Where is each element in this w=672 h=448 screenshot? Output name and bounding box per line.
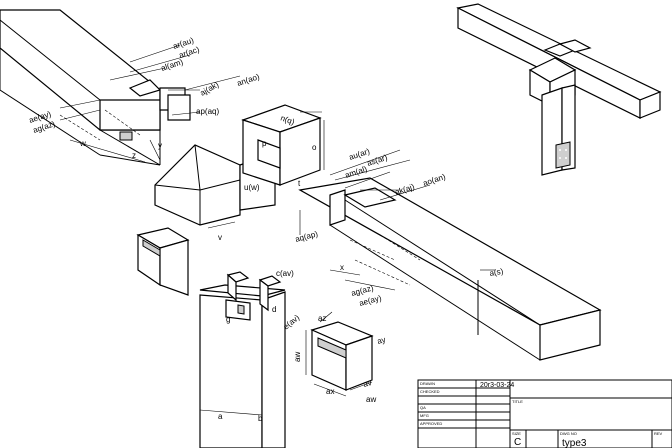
label-x: x	[340, 263, 344, 272]
label-ak-aj: ak(aj)	[394, 182, 416, 197]
label-av: av	[362, 378, 372, 389]
title-block	[417, 379, 672, 448]
tb-size-label: SIZE	[512, 431, 521, 436]
label-an-ao: an(ao)	[236, 72, 261, 88]
label-p: p	[262, 139, 267, 148]
label-aj-ak: aj(ak)	[199, 80, 221, 98]
label-o: o	[312, 143, 317, 152]
label-ao-an: ao(an)	[422, 172, 447, 188]
label-aw: aw	[293, 352, 302, 362]
right-beam-dimensions	[299, 149, 495, 291]
label-z: z	[132, 151, 136, 160]
tb-checked-label: CHECKED	[420, 389, 440, 394]
tb-drawn-date: 20r3-03-24	[480, 382, 514, 389]
label-y: y	[158, 141, 162, 150]
label-al-am: al(am)	[160, 57, 185, 73]
label-c-av: c(av)	[276, 269, 294, 278]
tb-rev-label: REV	[654, 431, 663, 436]
tb-title-label: TITLE	[512, 399, 523, 404]
tb-qa-label: QA	[420, 405, 426, 410]
right-beam	[298, 177, 602, 361]
label-a-s: a(s)	[489, 267, 504, 278]
tb-dwg-value: type3	[562, 438, 587, 448]
label-az: az	[318, 314, 326, 323]
label-ae-ay-2: ae(ay)	[358, 293, 383, 308]
label-u-w: u(w)	[244, 183, 260, 192]
label-ay: ay	[376, 335, 386, 346]
tb-drawn-label: DRAWN	[420, 381, 435, 386]
small-block	[305, 311, 374, 397]
left-beam-dimensions	[59, 44, 241, 163]
label-g: g	[226, 315, 230, 324]
label-ap-aq: ap(aq)	[196, 107, 219, 116]
vertical-post	[199, 271, 286, 448]
left-beam	[0, 9, 191, 166]
tb-approved-label: APPROVED	[420, 421, 442, 426]
cube-block	[241, 104, 325, 186]
label-b: b	[258, 414, 263, 423]
label-ax: ax	[326, 387, 334, 396]
tb-mfg-label: MFG	[420, 413, 429, 418]
label-v: v	[218, 233, 222, 242]
wedge-cap	[136, 227, 190, 296]
label-aq-ap: aq(ap)	[294, 229, 319, 244]
label-aw-2: aw	[366, 395, 376, 404]
label-w: w	[79, 139, 86, 148]
tb-dwg-label: DWG NO	[560, 431, 577, 436]
label-d: d	[272, 305, 276, 314]
assembled-joint	[456, 3, 662, 176]
label-t: t	[298, 179, 301, 188]
tb-size-value: C	[514, 437, 521, 448]
label-a: a	[218, 412, 223, 421]
label-am-al: am(al)	[344, 164, 369, 180]
